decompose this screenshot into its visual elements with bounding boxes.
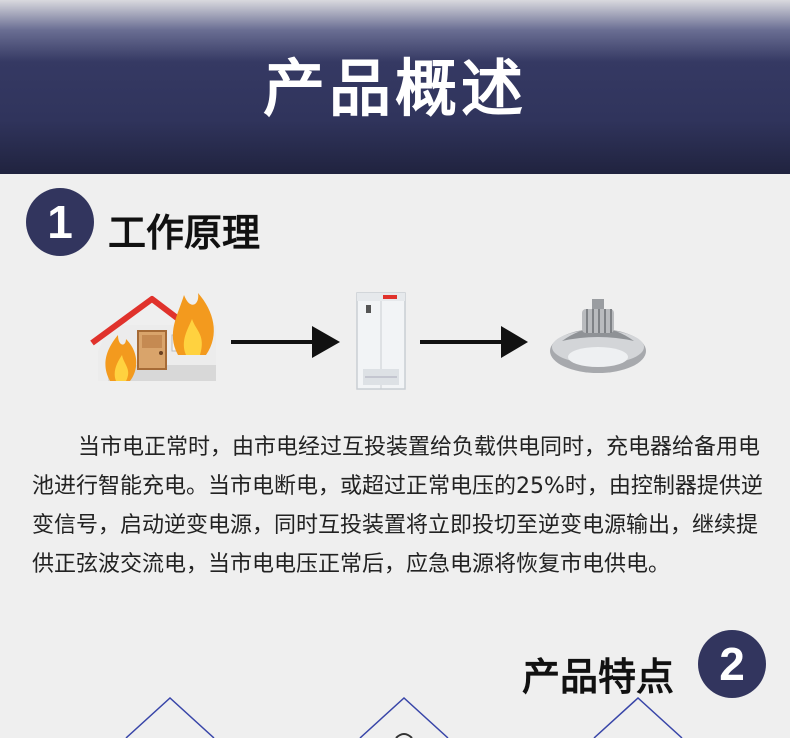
arrow-icon [420, 326, 528, 358]
house-fire-icon [90, 293, 216, 381]
page-title: 产品概述 [262, 52, 527, 125]
high-bay-lamp-icon [550, 299, 646, 373]
arrow-icon [231, 326, 340, 358]
section-title-working-principle: 工作原理 [108, 211, 261, 255]
section-number-badge-2: 2 [698, 630, 766, 698]
process-diagram [90, 292, 646, 390]
power-cabinet-icon [356, 292, 406, 390]
section-number-badge-1: 1 [26, 188, 94, 256]
working-principle-paragraph: 当市电正常时，由市电经过互投装置给负载供电同时，充电器给备用电池进行智能充电。当… [32, 435, 763, 577]
section-title-product-features: 产品特点 [522, 655, 675, 699]
header-banner: 产品概述 [0, 0, 790, 174]
